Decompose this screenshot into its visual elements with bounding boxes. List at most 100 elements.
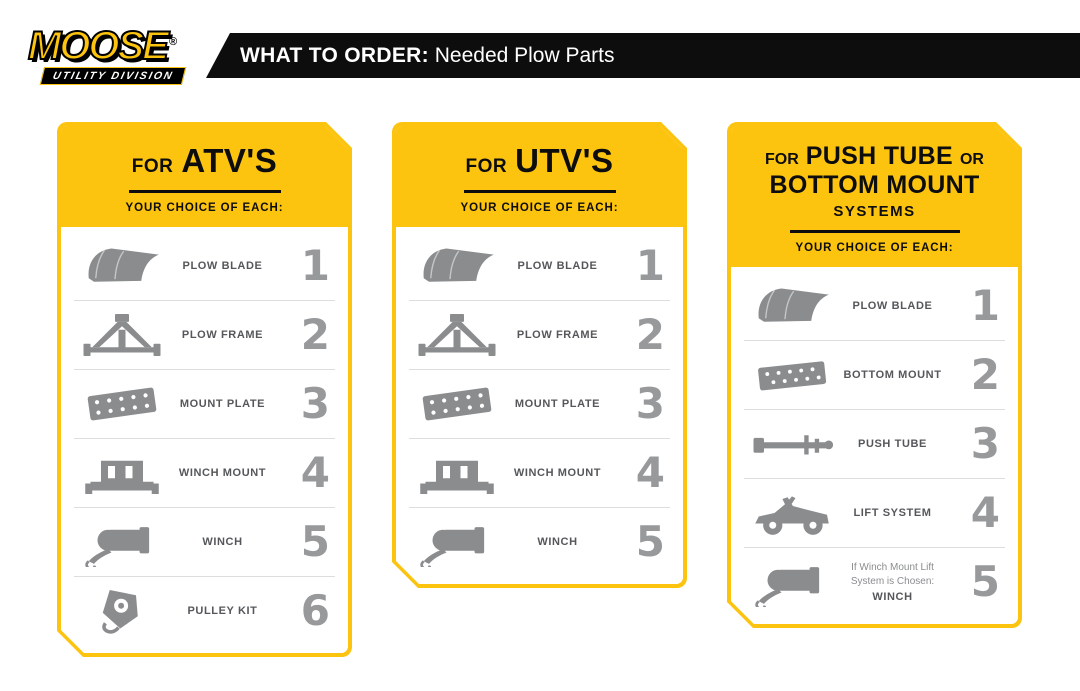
pulley-kit-icon bbox=[76, 586, 168, 636]
item-label: MOUNT PLATE bbox=[179, 398, 266, 410]
item-qty: 1 bbox=[970, 280, 999, 330]
list-item: PLOW BLADE 1 bbox=[744, 271, 1005, 340]
item-qty: 4 bbox=[970, 488, 999, 537]
logo-subtitle-banner: UTILITY DIVISION bbox=[39, 67, 187, 85]
item-qty: 3 bbox=[300, 379, 329, 428]
item-label: LIFT SYSTEM bbox=[853, 507, 932, 519]
item-qty: 2 bbox=[635, 310, 664, 359]
card-atv-header: FOR ATV'S YOUR CHOICE OF EACH: bbox=[61, 126, 348, 227]
winch-icon bbox=[76, 517, 168, 567]
plow-frame-icon bbox=[411, 310, 503, 360]
plow-blade-icon bbox=[746, 281, 838, 331]
registered-mark: ® bbox=[168, 35, 178, 48]
item-label: WINCH MOUNT bbox=[178, 467, 267, 479]
title-rule bbox=[129, 190, 281, 193]
card-title-part2: BOTTOM MOUNT bbox=[769, 171, 980, 199]
moose-logo-wordmark: MOOSE® bbox=[27, 24, 206, 68]
plow-blade-icon bbox=[76, 241, 168, 291]
item-qty: 2 bbox=[970, 350, 999, 399]
card-ptbm-header: FOR PUSH TUBE OR BOTTOM MOUNT SYSTEMS YO… bbox=[731, 126, 1018, 267]
card-subtitle: YOUR CHOICE OF EACH: bbox=[795, 242, 954, 254]
item-label: WINCH bbox=[537, 536, 578, 548]
item-label: PLOW BLADE bbox=[852, 299, 933, 312]
plow-frame-icon bbox=[76, 310, 168, 360]
card-title-prefix: FOR bbox=[131, 156, 174, 177]
list-item: If Winch Mount Lift System is Chosen: WI… bbox=[744, 547, 1005, 616]
list-item: PUSH TUBE 3 bbox=[744, 409, 1005, 478]
card-atv: FOR ATV'S YOUR CHOICE OF EACH: PLOW BLAD… bbox=[57, 122, 352, 657]
item-label: MOUNT PLATE bbox=[514, 398, 601, 410]
item-qty: 1 bbox=[635, 240, 664, 290]
winch-mount-icon bbox=[411, 448, 503, 498]
item-label: PLOW BLADE bbox=[182, 259, 263, 272]
list-item: PULLEY KIT 6 bbox=[74, 576, 335, 645]
item-label: PULLEY KIT bbox=[187, 605, 258, 617]
card-subtitle: YOUR CHOICE OF EACH: bbox=[125, 202, 284, 214]
card-title-prefix: FOR bbox=[765, 151, 799, 168]
push-tube-icon bbox=[746, 419, 838, 469]
item-label: WINCH bbox=[202, 536, 243, 548]
card-title: ATV'S bbox=[181, 142, 278, 179]
cards-row: FOR ATV'S YOUR CHOICE OF EACH: PLOW BLAD… bbox=[57, 122, 1022, 657]
card-title-prefix: FOR bbox=[465, 156, 508, 177]
bottom-mount-icon bbox=[746, 350, 838, 400]
card-title-part1: PUSH TUBE bbox=[805, 142, 953, 170]
list-item: BOTTOM MOUNT 2 bbox=[744, 340, 1005, 409]
list-item: PLOW FRAME 2 bbox=[74, 300, 335, 369]
list-item: PLOW FRAME 2 bbox=[409, 300, 670, 369]
list-item: PLOW BLADE 1 bbox=[409, 231, 670, 300]
item-label: WINCH bbox=[872, 591, 913, 603]
card-utv-header: FOR UTV'S YOUR CHOICE OF EACH: bbox=[396, 126, 683, 227]
item-qty: 4 bbox=[300, 448, 329, 497]
item-qty: 6 bbox=[300, 586, 329, 635]
logo-text: MOOSE bbox=[27, 24, 170, 68]
item-qty: 3 bbox=[970, 419, 999, 468]
list-item: LIFT SYSTEM 4 bbox=[744, 478, 1005, 547]
list-item: MOUNT PLATE 3 bbox=[74, 369, 335, 438]
page-subtitle: Needed Plow Parts bbox=[428, 43, 615, 67]
winch-icon bbox=[746, 557, 838, 607]
top-header: MOOSE® UTILITY DIVISION WHAT TO ORDER: N… bbox=[27, 24, 1080, 85]
list-item: WINCH 5 bbox=[74, 507, 335, 576]
list-item: WINCH MOUNT 4 bbox=[409, 438, 670, 507]
item-qty: 4 bbox=[635, 448, 664, 497]
card-title-or: OR bbox=[959, 151, 984, 168]
list-item: WINCH MOUNT 4 bbox=[74, 438, 335, 507]
item-qty: 3 bbox=[635, 379, 664, 428]
header-bar: WHAT TO ORDER: Needed Plow Parts bbox=[206, 33, 1080, 78]
mount-plate-icon bbox=[411, 379, 503, 429]
item-note: If Winch Mount Lift System is Chosen: bbox=[850, 562, 935, 587]
list-item: MOUNT PLATE 3 bbox=[409, 369, 670, 438]
plow-blade-icon bbox=[411, 241, 503, 291]
winch-mount-icon bbox=[76, 448, 168, 498]
winch-icon bbox=[411, 517, 503, 567]
card-utv: FOR UTV'S YOUR CHOICE OF EACH: PLOW BLAD… bbox=[392, 122, 687, 588]
moose-logo: MOOSE® UTILITY DIVISION bbox=[27, 24, 206, 85]
card-atv-list: PLOW BLADE 1 PLOW FRAME 2 bbox=[61, 227, 348, 653]
list-item: PLOW BLADE 1 bbox=[74, 231, 335, 300]
item-qty: 5 bbox=[300, 517, 329, 566]
card-title-part3: SYSTEMS bbox=[833, 203, 916, 220]
item-label: PLOW BLADE bbox=[517, 259, 598, 272]
card-push-tube-bottom-mount: FOR PUSH TUBE OR BOTTOM MOUNT SYSTEMS YO… bbox=[727, 122, 1022, 628]
item-label: PLOW FRAME bbox=[181, 329, 264, 341]
title-rule bbox=[790, 230, 960, 233]
item-label: WINCH MOUNT bbox=[513, 467, 602, 479]
item-label-stack: If Winch Mount Lift System is Chosen: WI… bbox=[838, 561, 947, 603]
item-label: BOTTOM MOUNT bbox=[843, 369, 942, 381]
card-ptbm-list: PLOW BLADE 1 BOTTOM MOUNT 2 bbox=[731, 267, 1018, 624]
title-rule bbox=[464, 190, 616, 193]
item-label: PLOW FRAME bbox=[516, 329, 599, 341]
page-title: WHAT TO ORDER: bbox=[240, 43, 429, 67]
item-qty: 5 bbox=[970, 557, 999, 606]
item-label: PUSH TUBE bbox=[858, 438, 927, 450]
item-qty: 5 bbox=[635, 517, 664, 566]
list-item: WINCH 5 bbox=[409, 507, 670, 576]
item-qty: 2 bbox=[300, 310, 329, 359]
item-qty: 1 bbox=[300, 240, 329, 290]
card-subtitle: YOUR CHOICE OF EACH: bbox=[460, 202, 619, 214]
mount-plate-icon bbox=[76, 379, 168, 429]
card-title: UTV'S bbox=[515, 142, 614, 179]
card-utv-list: PLOW BLADE 1 PLOW FRAME 2 bbox=[396, 227, 683, 584]
